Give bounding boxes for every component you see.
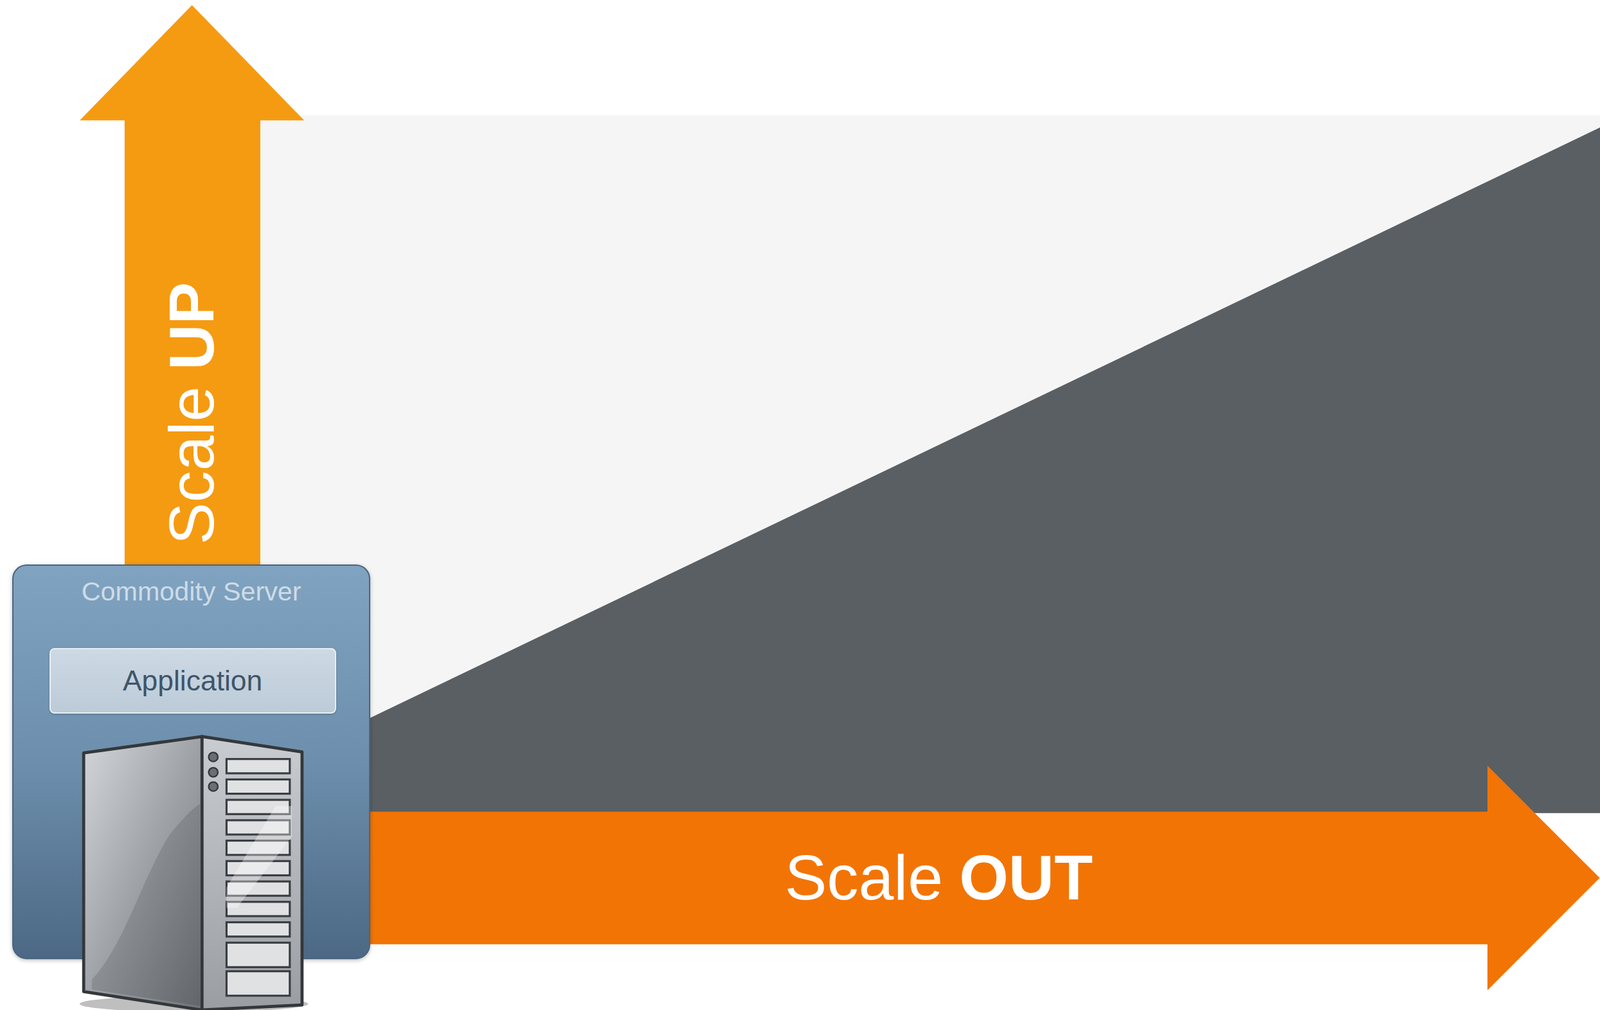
arrow-label: Scale UP (160, 282, 224, 545)
arrow-word: Scale (784, 845, 944, 909)
scale-out-arrow-outline (367, 765, 1600, 990)
scale-out-arrow: ScaleOUT (367, 765, 1600, 990)
scale-up-arrow-outline (79, 5, 305, 572)
application-box: Application (49, 647, 337, 714)
background-panel (260, 115, 1600, 813)
growth-wedge (367, 127, 1600, 813)
server-heading: Commodity Server (13, 575, 369, 609)
arrow-emphasis: OUT (959, 845, 1093, 909)
drive-bay (226, 971, 290, 996)
scale-up-arrow: Scale UP (79, 5, 305, 572)
arrow-label: ScaleOUT (784, 845, 1093, 909)
server-shadow (79, 995, 309, 1010)
application-label: Application (122, 663, 263, 698)
arrow-word: Scale (160, 386, 224, 545)
arrow-emphasis: UP (160, 282, 224, 371)
server-box: Commodity ServerApplication (12, 564, 371, 960)
